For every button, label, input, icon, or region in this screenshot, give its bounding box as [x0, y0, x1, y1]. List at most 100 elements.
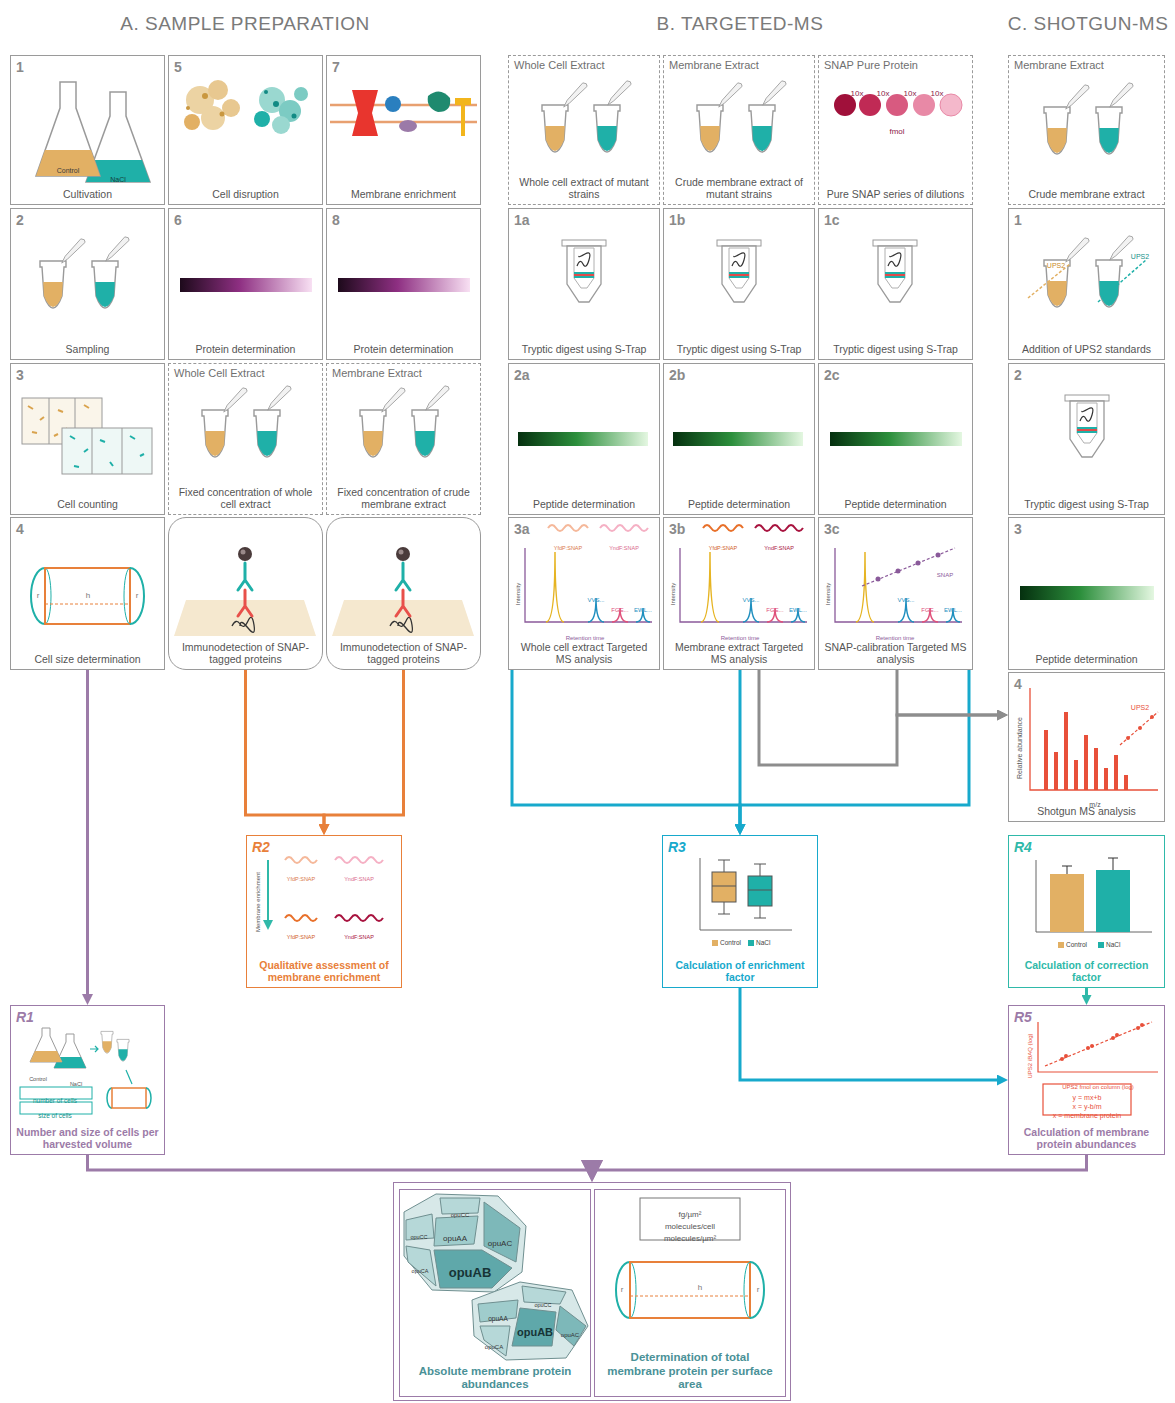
sample-box: Whole Cell ExtractWhole cell extract of … [508, 55, 660, 205]
immunoblot-icon [238, 590, 252, 616]
step-number: 3 [16, 367, 24, 383]
box-plot [712, 872, 736, 902]
membrane-icon [330, 105, 477, 122]
snap-dilutions [940, 94, 962, 116]
bar-chart [1036, 858, 1152, 932]
process-box: 1aTryptic digest using S-Trap [508, 208, 660, 360]
protein-label: YndF:SNAP [764, 545, 794, 551]
flow-arrow [1085, 988, 1088, 1000]
calibration-line [862, 548, 955, 586]
legend-swatch [712, 940, 718, 946]
gene-label: opuCC [410, 1234, 427, 1240]
immunoblot-icon [241, 550, 246, 555]
process-box: 3bMembrane extract Targeted MS analysis [663, 517, 815, 670]
gene-label: opuAC [488, 1240, 512, 1249]
complex-cluster [484, 1202, 520, 1262]
axis-label: UPS2 iBAQ (log) [1027, 1033, 1034, 1078]
axis-label: Intensity [670, 583, 677, 605]
flask-icon [36, 150, 100, 176]
box-caption: Protein determination [332, 343, 475, 355]
box-caption: Crude membrane extract of mutant strains [669, 176, 809, 200]
enrichment-sketch [263, 857, 383, 930]
calibration-line [936, 553, 941, 558]
process-box: 1Addition of UPS2 standards [1008, 208, 1165, 360]
mass-spectrum [1120, 712, 1158, 745]
result-number: R1 [16, 1009, 34, 1025]
standard-label: UPS2 [1131, 704, 1149, 712]
box-heading: Membrane Extract [1014, 59, 1104, 72]
mass-spectrum [1150, 715, 1154, 719]
cell-debris [184, 80, 308, 134]
enrichment-sketch [285, 857, 317, 863]
box-caption: Cultivation [16, 188, 159, 200]
standard-label: UPS2 [1047, 262, 1065, 270]
step-number: 8 [332, 212, 340, 228]
membrane-icon [428, 91, 451, 112]
result-number: R3 [668, 839, 686, 855]
process-box: 4Shotgun MS analysis [1008, 672, 1165, 822]
dilution-label: 10x [931, 90, 944, 99]
flow-arrow [740, 670, 969, 830]
output-caption: Absolute membrane protein abundances [406, 1365, 584, 1391]
flask-label: NaCl [70, 1081, 82, 1087]
gene-label: opuAB [449, 1266, 492, 1280]
step-number: 3a [514, 521, 530, 537]
mass-spectrum [1030, 688, 1158, 790]
result-sketch [30, 1028, 62, 1062]
membrane-icon [399, 120, 417, 132]
gene-label: opuCA [485, 1344, 503, 1351]
cell-cylinder [45, 568, 130, 624]
result-caption: Number and size of cells per harvested v… [16, 1126, 159, 1150]
enrichment-sketch [267, 860, 269, 922]
process-box: 1bTryptic digest using S-Trap [663, 208, 815, 360]
process-box: 2Tryptic digest using S-Trap [1008, 363, 1165, 515]
standard-label: UPS2 [1131, 253, 1149, 261]
protein-label: YfdP:SNAP [554, 545, 582, 551]
result-box: R3Calculation of enrichment factor [662, 835, 818, 988]
chromatogram [588, 598, 604, 622]
result-sketch [20, 1087, 92, 1099]
sample-tubes [542, 81, 631, 152]
surface-sketch [750, 1262, 764, 1318]
legend-swatch [1058, 942, 1064, 948]
step-number: 2a [514, 367, 530, 383]
box-caption: Tryptic digest using S-Trap [514, 343, 654, 355]
result-label: number of cells [33, 1097, 77, 1104]
enrichment-sketch [285, 915, 317, 921]
enrichment-sketch [335, 857, 383, 863]
box-plot [748, 890, 772, 891]
enrichment-sketch [335, 915, 383, 921]
flow-arrow [324, 670, 404, 830]
process-box: 4Cell size determination [10, 517, 165, 670]
protein-wave [703, 525, 743, 531]
step-number: 1b [669, 212, 685, 228]
result-label: size of cells [38, 1112, 72, 1119]
box-plot [700, 858, 792, 930]
axis-label: Retention time [721, 635, 760, 642]
counting-chamber [70, 436, 144, 467]
step-number: 2c [824, 367, 840, 383]
immunoblot-icon [174, 547, 316, 636]
box-caption: Immunodetection of SNAP-tagged proteins [332, 641, 475, 665]
dimension-label: h [698, 1284, 702, 1293]
calibration-plot [1140, 1023, 1144, 1027]
peptide-label: VVS... [897, 597, 914, 604]
concentration-bar [673, 432, 803, 446]
step-number: 4 [1014, 676, 1022, 692]
peptide-label: EWL... [789, 607, 807, 614]
snap-dilutions [886, 94, 908, 116]
surface-sketch [630, 1262, 750, 1318]
dilution-label: 10x [851, 90, 864, 99]
result-sketch [54, 1034, 86, 1068]
result-sketch [30, 1028, 132, 1084]
gene-label: opuCA [412, 1268, 429, 1274]
assay-box: Immunodetection of SNAP-tagged proteins [168, 517, 323, 670]
standard-line [1098, 260, 1146, 302]
process-box: 2cPeptide determination [818, 363, 973, 515]
surface-sketch [640, 1198, 740, 1240]
section-heading: A. SAMPLE PREPARATION [120, 14, 369, 35]
membrane-icon [385, 96, 401, 112]
process-box: 6Protein determination [168, 208, 323, 360]
